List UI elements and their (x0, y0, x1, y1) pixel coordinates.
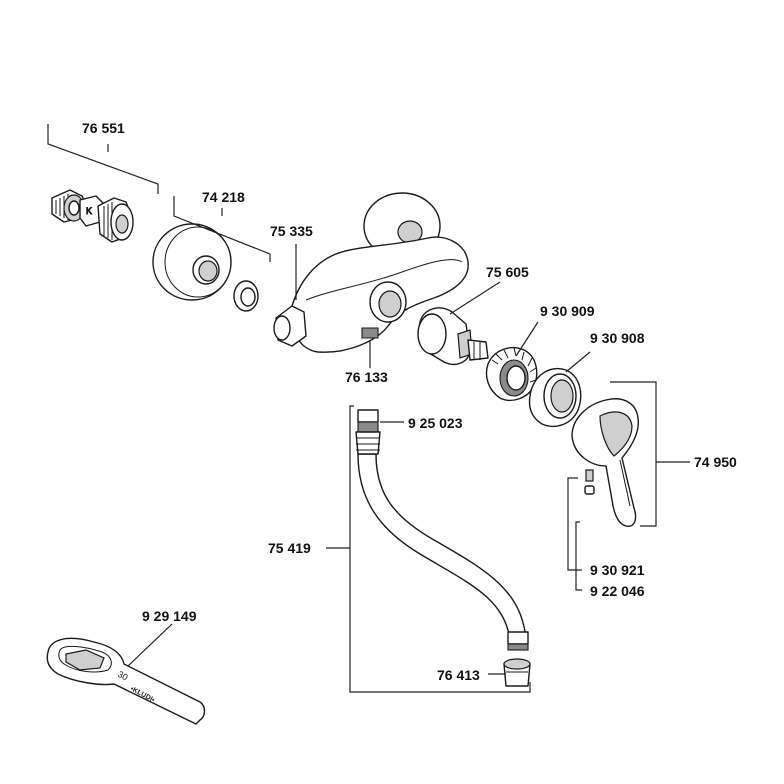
part-cover-sleeve[interactable] (528, 367, 582, 428)
label-930921: 9 30 921 (590, 562, 645, 578)
label-74218: 74 218 (202, 189, 245, 205)
label-76551: 76 551 (82, 120, 125, 136)
part-grub-screw[interactable] (585, 469, 594, 482)
spanner-size-marking: 30 (116, 669, 130, 683)
label-930909: 9 30 909 (540, 303, 595, 319)
part-spanner-wrench[interactable]: 30 •KLUDI• (46, 637, 206, 725)
part-washer[interactable] (233, 280, 259, 312)
part-swivel-spout[interactable] (355, 409, 529, 651)
part-aerator[interactable] (503, 658, 531, 687)
label-930908: 9 30 908 (590, 330, 645, 346)
label-75419: 75 419 (268, 540, 311, 556)
label-922046: 9 22 046 (590, 583, 645, 599)
eccentric-k-mark: K (86, 206, 92, 216)
part-threaded-nut[interactable] (485, 346, 538, 402)
part-eccentric-connectors[interactable]: K (51, 189, 134, 243)
part-wall-rosette[interactable] (152, 223, 232, 301)
label-76133: 76 133 (345, 369, 388, 385)
label-75335: 75 335 (270, 223, 313, 239)
label-75605: 75 605 (486, 264, 529, 280)
label-925023: 9 25 023 (408, 415, 463, 431)
part-screw-plug[interactable] (584, 485, 595, 495)
label-929149: 9 29 149 (142, 608, 197, 624)
part-lever-handle[interactable] (571, 398, 639, 527)
part-cartridge[interactable] (417, 307, 489, 366)
label-76413: 76 413 (437, 667, 480, 683)
label-74950: 74 950 (694, 454, 737, 470)
part-mixer-body[interactable] (273, 192, 469, 353)
leader-lines (47, 124, 690, 693)
